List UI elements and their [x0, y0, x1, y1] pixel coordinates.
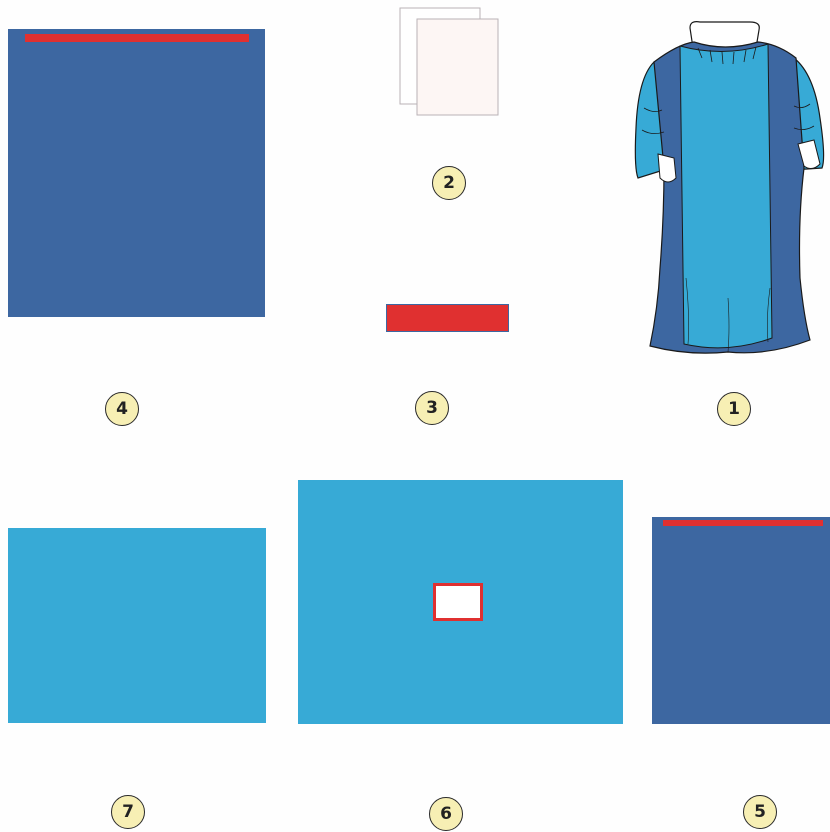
item-number-badge-4: 4 [105, 392, 139, 426]
adhesive-strip [663, 520, 823, 526]
adhesive-strip [25, 34, 249, 42]
surgical-gown-icon [628, 18, 828, 358]
fenestration-window [433, 583, 483, 621]
paper-towels-icon [398, 6, 502, 118]
drape-item-7 [8, 528, 266, 723]
item-number-badge-7: 7 [111, 795, 145, 829]
item-number-badge-6: 6 [429, 797, 463, 831]
fenestrated-drape-item-6 [298, 480, 623, 724]
item-number-badge-5: 5 [743, 795, 777, 829]
item-number-badge-1: 1 [717, 392, 751, 426]
item-number-badge-3: 3 [415, 391, 449, 425]
adhesive-tape-item-3 [386, 304, 509, 332]
item-number-badge-2: 2 [432, 166, 466, 200]
drape-item-4 [8, 29, 265, 317]
drape-item-5 [652, 517, 830, 724]
